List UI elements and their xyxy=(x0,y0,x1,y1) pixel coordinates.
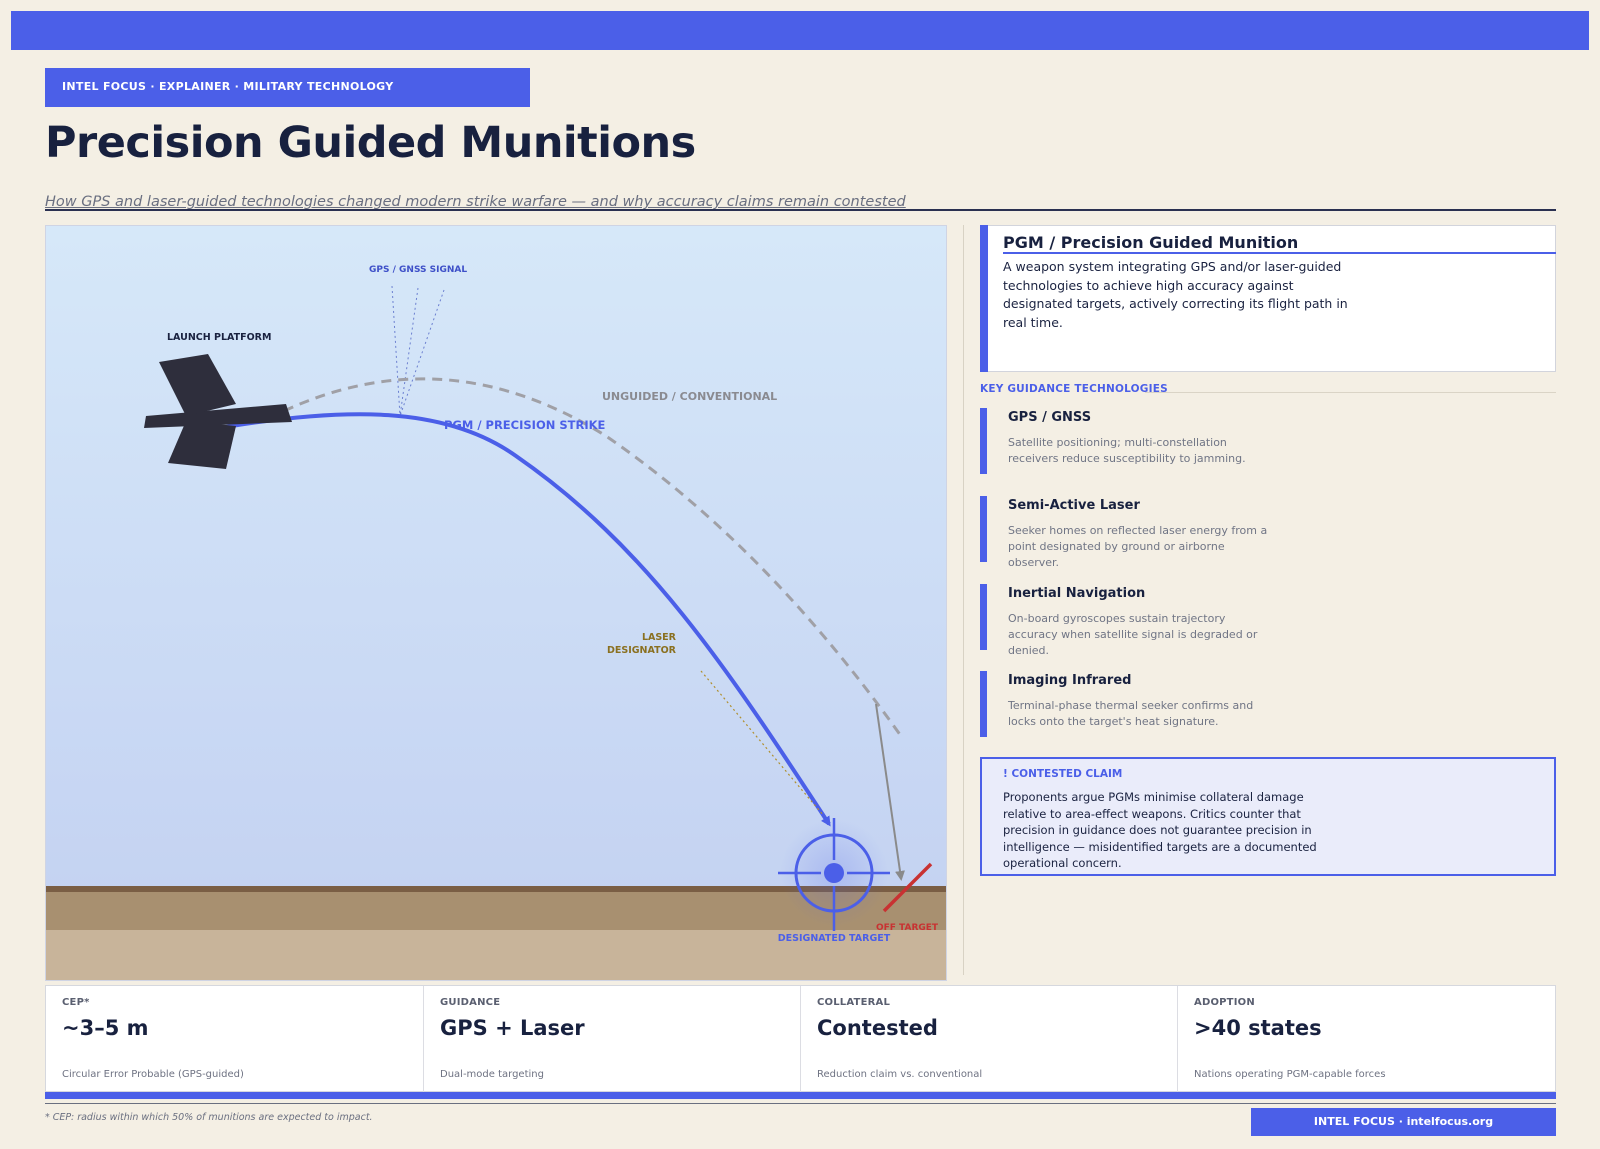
stat-guidance: GUIDANCE GPS + Laser Dual-mode targeting xyxy=(423,986,800,1092)
stat-note: Nations operating PGM-capable forces xyxy=(1194,1069,1386,1080)
stat-note: Reduction claim vs. conventional xyxy=(817,1069,983,1080)
tech-item-infrared: Imaging Infrared Terminal-phase thermal … xyxy=(980,671,1556,737)
stat-label: GUIDANCE xyxy=(440,997,501,1008)
contested-claim-card: ! CONTESTED CLAIM Proponents argue PGMs … xyxy=(980,757,1556,876)
definition-text: A weapon system integrating GPS and/or l… xyxy=(1003,259,1348,330)
tech-item-desc: On-board gyroscopes sustain trajectory a… xyxy=(1008,612,1258,657)
stat-label: CEP* xyxy=(62,997,90,1008)
stat-note: Circular Error Probable (GPS-guided) xyxy=(62,1069,244,1080)
tech-item-accent xyxy=(980,496,987,562)
laser-beam xyxy=(700,670,825,817)
page-subtitle: How GPS and laser-guided technologies ch… xyxy=(45,194,906,210)
claim-text: Proponents argue PGMs minimise collatera… xyxy=(1003,790,1317,870)
section-kicker: INTEL FOCUS · EXPLAINER · MILITARY TECHN… xyxy=(45,68,530,107)
definition-card: PGM / Precision Guided Munition A weapon… xyxy=(980,225,1556,372)
technologies-rule xyxy=(1145,392,1556,393)
trajectory-diagram: GPS / GNSS SIGNAL UNGUIDED / CONVENTIONA… xyxy=(45,225,947,981)
stats-strip: CEP* ~3–5 m Circular Error Probable (GPS… xyxy=(45,985,1556,1092)
pgm-trajectory xyxy=(213,412,831,827)
definition-title: PGM / Precision Guided Munition xyxy=(1003,233,1299,252)
claim-title: ! CONTESTED CLAIM xyxy=(1003,768,1123,780)
definition-rule xyxy=(1003,252,1556,254)
gps-signal-label: GPS / GNSS SIGNAL xyxy=(369,265,467,275)
tech-item-accent xyxy=(980,671,987,737)
top-banner xyxy=(11,11,1589,50)
tech-item-gps: GPS / GNSS Satellite positioning; multi-… xyxy=(980,408,1556,474)
tech-item-desc: Satellite positioning; multi-constellati… xyxy=(1008,436,1246,465)
tech-item-name: Inertial Navigation xyxy=(1008,586,1146,601)
unguided-impact-arrow xyxy=(875,703,905,881)
stat-note: Dual-mode targeting xyxy=(440,1069,544,1080)
tech-item-desc: Terminal-phase thermal seeker confirms a… xyxy=(1008,699,1254,728)
stat-collateral: COLLATERAL Contested Reduction claim vs.… xyxy=(800,986,1177,1092)
footnote: * CEP: radius within which 50% of muniti… xyxy=(45,1112,373,1123)
ground-surface-line xyxy=(46,886,946,892)
gps-signal-lines xyxy=(391,285,445,417)
ground-layer-lower xyxy=(46,930,946,980)
brand-link[interactable]: INTEL FOCUS · intelfocus.org xyxy=(1251,1108,1556,1136)
technologies-heading: KEY GUIDANCE TECHNOLOGIES xyxy=(980,383,1168,395)
tech-item-name: Imaging Infrared xyxy=(1008,673,1132,688)
stat-value: Contested xyxy=(817,1016,938,1040)
off-target-label: OFF TARGET xyxy=(876,923,939,933)
tech-item-desc: Seeker homes on reflected laser energy f… xyxy=(1008,524,1268,569)
launch-platform-label: LAUNCH PLATFORM xyxy=(167,332,271,343)
stat-value: GPS + Laser xyxy=(440,1016,585,1040)
stat-label: ADOPTION xyxy=(1194,997,1255,1008)
launch-platform-icon xyxy=(144,354,292,469)
tech-item-inertial: Inertial Navigation On-board gyroscopes … xyxy=(980,584,1556,657)
subtitle-rule xyxy=(45,209,1556,211)
target-label: DESIGNATED TARGET xyxy=(778,933,891,944)
stat-label: COLLATERAL xyxy=(817,997,891,1008)
tech-item-name: GPS / GNSS xyxy=(1008,410,1092,425)
stat-adoption: ADOPTION >40 states Nations operating PG… xyxy=(1177,986,1554,1092)
footer-rule xyxy=(45,1103,1556,1104)
tech-item-accent xyxy=(980,584,987,650)
tech-item-laser: Semi-Active Laser Seeker homes on reflec… xyxy=(980,496,1556,569)
stats-accent-bar xyxy=(45,1092,1556,1099)
tech-item-name: Semi-Active Laser xyxy=(1008,498,1140,513)
stat-cep: CEP* ~3–5 m Circular Error Probable (GPS… xyxy=(46,986,423,1092)
target-reticle-icon xyxy=(778,818,890,931)
laser-label-line2: DESIGNATOR xyxy=(607,645,677,656)
tech-item-accent xyxy=(980,408,987,474)
column-divider xyxy=(963,225,964,975)
stat-value: ~3–5 m xyxy=(62,1016,149,1040)
trajectory-svg: GPS / GNSS SIGNAL UNGUIDED / CONVENTIONA… xyxy=(46,226,946,980)
laser-label-line1: LASER xyxy=(642,632,677,643)
page-title: Precision Guided Munitions xyxy=(45,118,696,168)
stat-value: >40 states xyxy=(1194,1016,1322,1040)
definition-accent xyxy=(980,225,988,372)
pgm-label: PGM / PRECISION STRIKE xyxy=(444,418,606,432)
off-target-slash-icon xyxy=(882,862,933,913)
unguided-label: UNGUIDED / CONVENTIONAL xyxy=(602,390,777,403)
